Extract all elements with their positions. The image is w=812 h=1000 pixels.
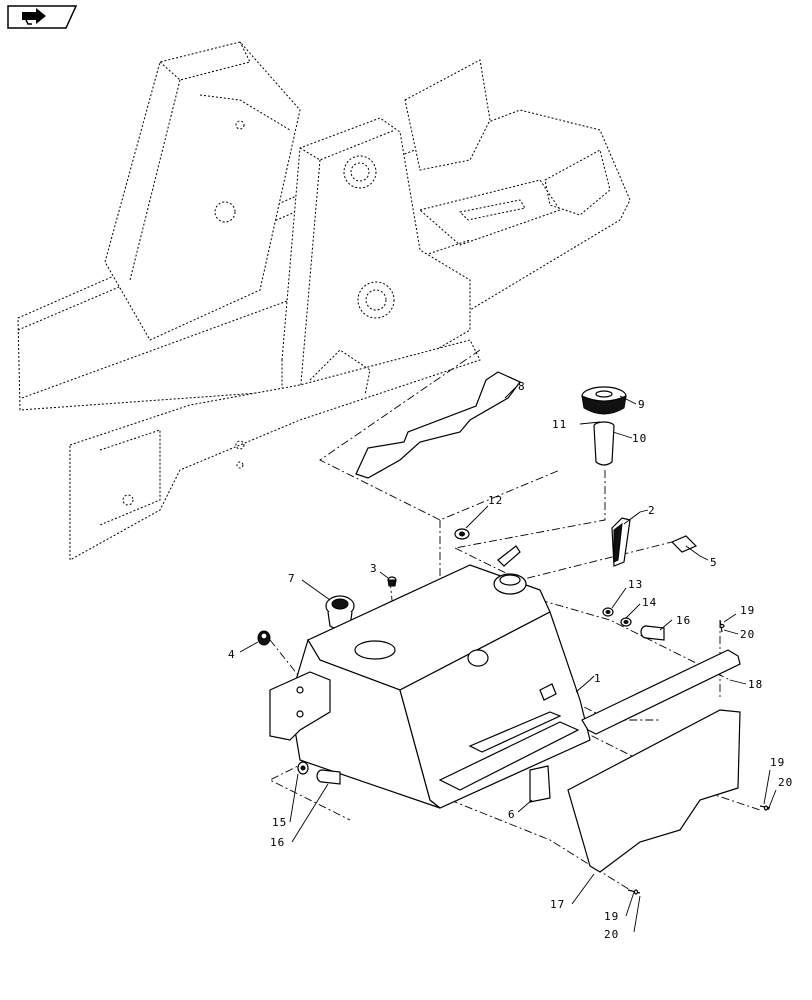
callout-8: 8 [518,380,526,393]
part-16-bolt-upper [640,625,665,641]
callout-20-right: 20 [778,776,793,789]
callout-16-lower: 16 [270,836,285,849]
part-4-nut [257,630,271,646]
part-19-20-upper [719,619,725,633]
part-15-washer [297,761,309,775]
callout-17: 17 [550,898,565,911]
part-12-washer [454,528,470,540]
callout-2: 2 [648,504,656,517]
part-16-bolt-lower [316,769,341,785]
callout-4: 4 [228,648,236,661]
callout-20-bottom: 20 [604,928,619,941]
callout-19-bottom: 19 [604,910,619,923]
part-19-20-bottom [627,889,641,895]
part-2-level-gauge [611,517,631,567]
callout-6: 6 [508,808,516,821]
part-7-breather-cap [325,595,355,630]
callout-11: 11 [552,418,567,431]
next-page-button[interactable] [6,4,78,30]
callout-1: 1 [594,672,602,685]
callout-7: 7 [288,572,296,585]
callout-18: 18 [748,678,763,691]
part-19-20-right [759,805,771,811]
callout-14: 14 [642,596,657,609]
callout-3: 3 [370,562,378,575]
chassis-frame [17,41,631,561]
part-18-guard-strip [581,649,741,735]
leader-lines [239,387,777,933]
part-5-label [670,535,698,553]
callout-9: 9 [638,398,646,411]
callout-20-upper: 20 [740,628,755,641]
part-14-washer [620,617,632,627]
callout-15: 15 [272,816,287,829]
part-13-washer [602,607,614,617]
part-9-filler-cap [581,386,627,415]
callout-12: 12 [488,494,503,507]
arrow-right-icon [22,8,46,25]
callout-5: 5 [710,556,718,569]
part-10-strainer [593,421,615,466]
part-8-pad [355,371,521,479]
callout-13: 13 [628,578,643,591]
part-3-plug [387,576,397,587]
part-17-cover [567,709,741,873]
callout-10: 10 [632,432,647,445]
part-6-decal [529,765,551,803]
callout-19-right: 19 [770,756,785,769]
callout-16-upper: 16 [676,614,691,627]
callout-19-upper: 19 [740,604,755,617]
part-1-fuel-tank [269,545,591,809]
